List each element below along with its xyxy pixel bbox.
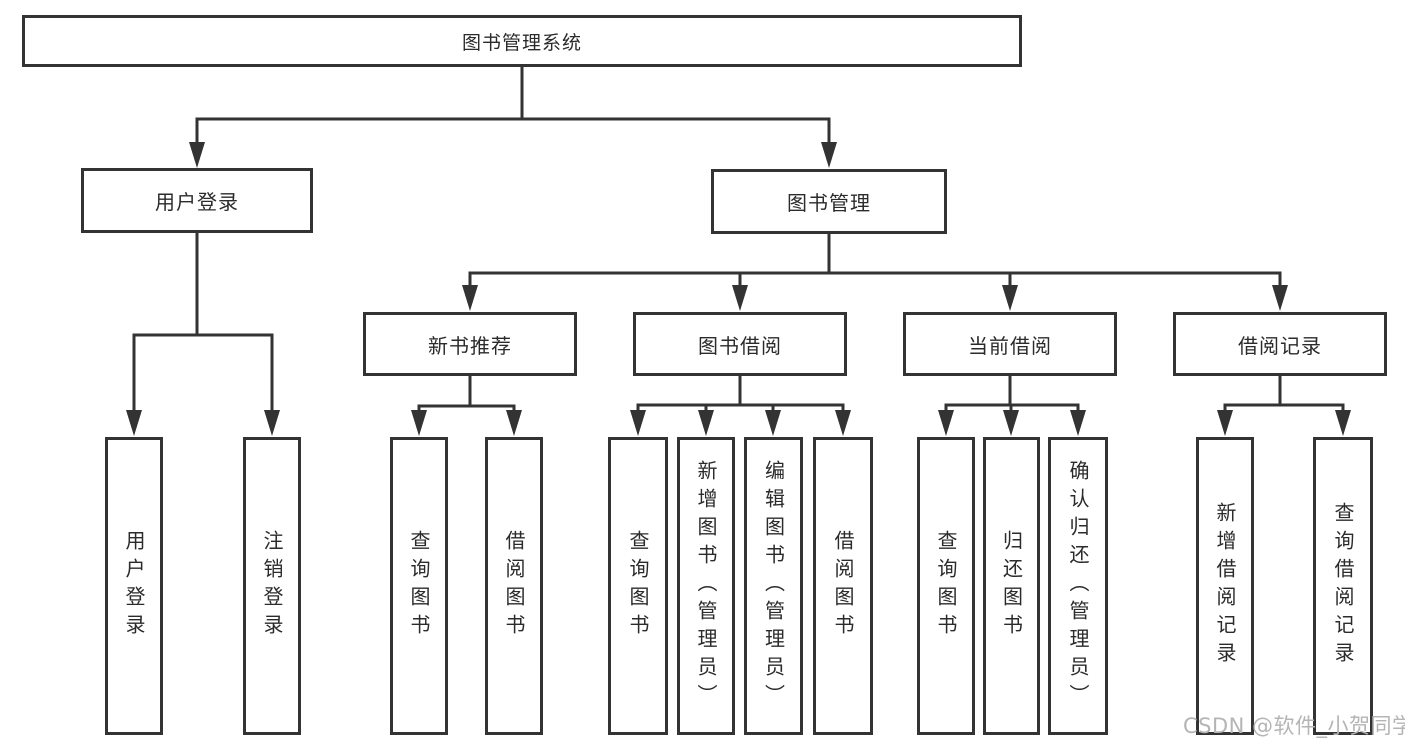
arrowhead-down-icon (462, 285, 478, 311)
leaf-query-borrow-record: 查询借阅记录 (1313, 437, 1373, 735)
node-label: 借阅图书 (831, 530, 855, 642)
leaf-borrow-books-recommend: 借阅图书 (485, 437, 543, 735)
leaf-query-books-borrow: 查询图书 (608, 437, 668, 735)
node-label: 新增图书（管理员） (694, 460, 718, 712)
node-label: 查询图书 (934, 530, 958, 642)
arrowhead-down-icon (1003, 410, 1019, 436)
leaf-return-books: 归还图书 (983, 437, 1040, 735)
arrowhead-down-icon (698, 410, 714, 436)
node-book-borrowing: 图书借阅 (633, 312, 847, 376)
node-library-management-system: 图书管理系统 (22, 15, 1022, 67)
node-label: 借阅图书 (502, 530, 526, 642)
arrowhead-down-icon (1217, 410, 1233, 436)
node-new-book-recommendation: 新书推荐 (363, 312, 577, 376)
leaf-user-login: 用户登录 (105, 437, 163, 735)
node-label: 查询借阅记录 (1331, 502, 1355, 670)
arrowhead-down-icon (1070, 410, 1086, 436)
arrowhead-down-icon (1002, 285, 1018, 311)
leaf-edit-books-admin: 编辑图书（管理员） (744, 437, 803, 735)
leaf-query-books-current: 查询图书 (917, 437, 975, 735)
leaf-logout: 注销登录 (243, 437, 301, 735)
node-current-borrowing: 当前借阅 (903, 312, 1117, 376)
node-label: 编辑图书（管理员） (761, 460, 786, 712)
node-label: 新增借阅记录 (1213, 502, 1237, 670)
node-label: 查询图书 (407, 530, 431, 642)
leaf-query-books-recommend: 查询图书 (390, 437, 448, 735)
node-label: 用户登录 (122, 530, 146, 642)
node-label: 借阅记录 (1238, 333, 1322, 358)
node-label: 图书借阅 (698, 333, 782, 358)
node-label: 图书管理 (787, 191, 871, 215)
watermark: CSDN @软件_小贺同学 (1183, 714, 1405, 738)
node-label: 确认归还（管理员） (1066, 460, 1090, 712)
leaf-add-books-admin: 新增图书（管理员） (677, 437, 735, 735)
node-label: 新书推荐 (428, 333, 512, 358)
arrowhead-down-icon (264, 410, 280, 436)
arrowhead-down-icon (1335, 410, 1351, 436)
node-user-login: 用户登录 (81, 168, 313, 233)
node-label: 当前借阅 (968, 333, 1052, 358)
arrowhead-down-icon (189, 142, 205, 168)
arrowhead-down-icon (411, 410, 427, 436)
node-borrowing-records: 借阅记录 (1173, 312, 1387, 376)
node-label: 图书管理系统 (461, 31, 582, 54)
node-book-management: 图书管理 (711, 169, 947, 234)
node-label: 查询图书 (626, 530, 650, 642)
arrowhead-down-icon (765, 410, 781, 436)
arrowhead-down-icon (126, 410, 142, 436)
node-label: 归还图书 (999, 530, 1024, 642)
leaf-add-borrow-record: 新增借阅记录 (1196, 437, 1254, 735)
arrowhead-down-icon (938, 410, 954, 436)
arrowhead-down-icon (732, 285, 748, 311)
leaf-borrow-books: 借阅图书 (813, 437, 873, 735)
arrowhead-down-icon (1272, 285, 1288, 311)
arrowhead-down-icon (821, 142, 837, 168)
arrowhead-down-icon (835, 410, 851, 436)
arrowhead-down-icon (506, 410, 522, 436)
node-label: 用户登录 (155, 190, 239, 214)
node-label: 注销登录 (260, 530, 284, 642)
arrowhead-down-icon (630, 410, 646, 436)
leaf-confirm-return-admin: 确认归还（管理员） (1048, 437, 1108, 735)
